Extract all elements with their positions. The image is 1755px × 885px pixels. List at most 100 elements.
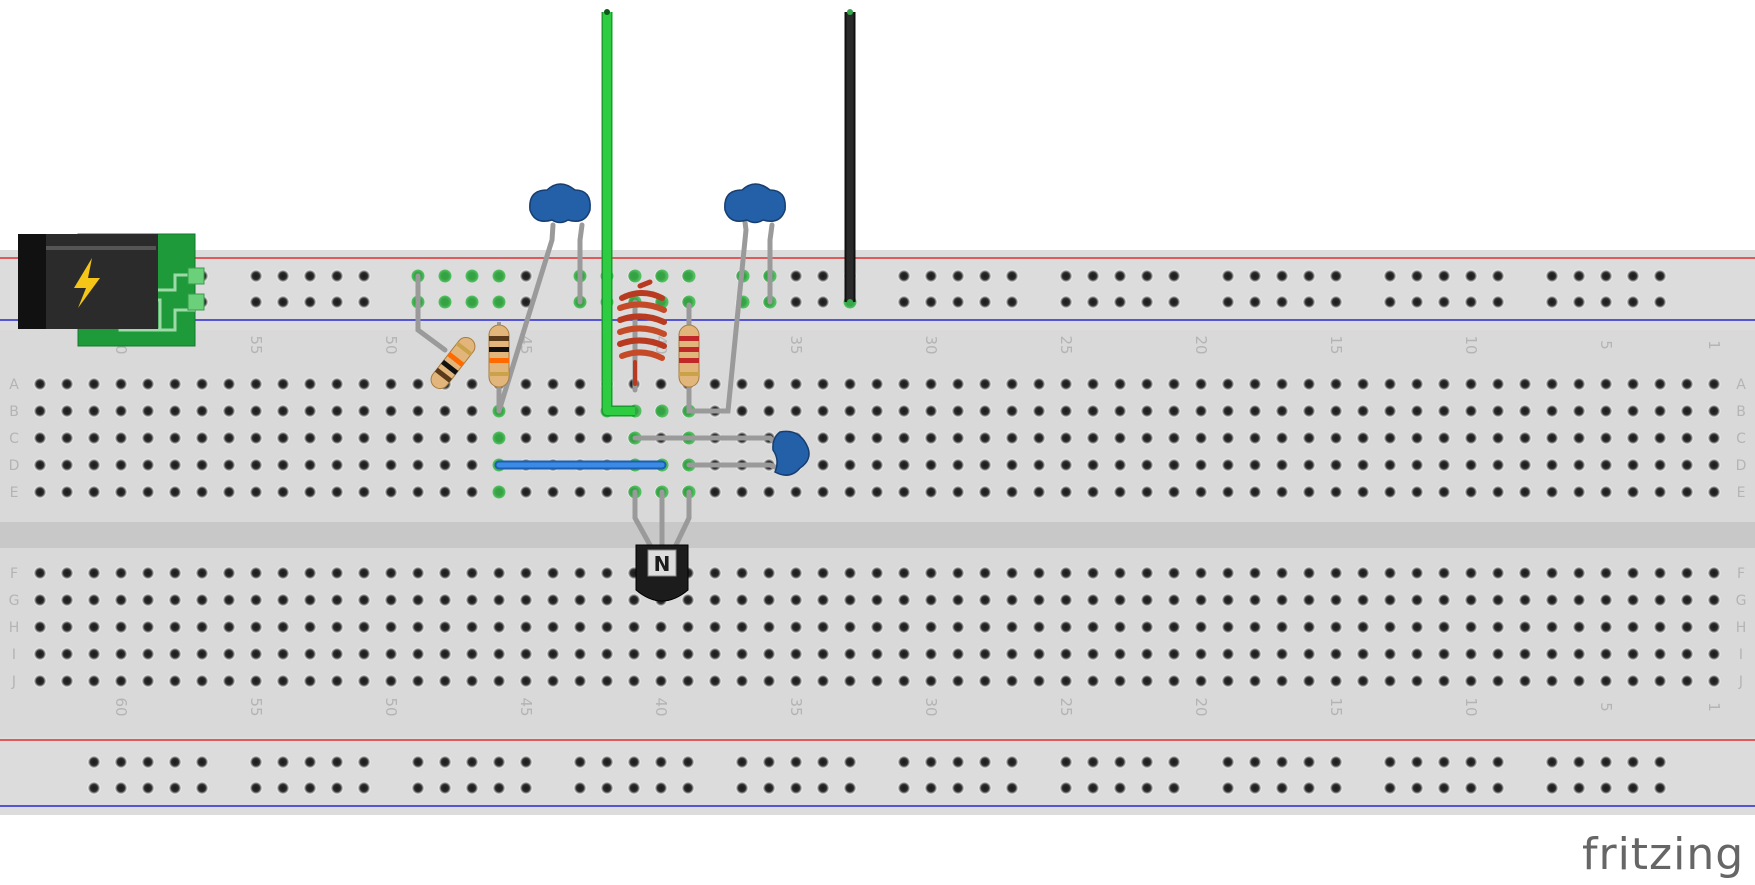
hole-E21[interactable] (1167, 485, 1181, 499)
rail-hole-top-neg[interactable] (1599, 295, 1613, 309)
hole-J36[interactable] (762, 674, 776, 688)
hole-H38[interactable] (708, 620, 722, 634)
hole-I47[interactable] (465, 647, 479, 661)
hole-E43[interactable] (573, 485, 587, 499)
hole-A17[interactable] (1275, 377, 1289, 391)
hole-D60[interactable] (114, 458, 128, 472)
hole-I37[interactable] (735, 647, 749, 661)
hole-H40[interactable] (654, 620, 668, 634)
hole-J11[interactable] (1437, 674, 1451, 688)
rail-hole-top-neg[interactable] (1086, 295, 1100, 309)
hole-B56[interactable] (222, 404, 236, 418)
hole-E47[interactable] (465, 485, 479, 499)
rail-hole-bottom-pos[interactable] (1248, 755, 1262, 769)
hole-I39[interactable] (681, 647, 695, 661)
hole-B62[interactable] (60, 404, 74, 418)
hole-I35[interactable] (789, 647, 803, 661)
hole-D9[interactable] (1491, 458, 1505, 472)
rail-hole-bottom-neg[interactable] (330, 781, 344, 795)
hole-C53[interactable] (303, 431, 317, 445)
hole-I61[interactable] (87, 647, 101, 661)
hole-F51[interactable] (357, 566, 371, 580)
rail-hole-top-pos[interactable] (276, 269, 290, 283)
hole-D26[interactable] (1032, 458, 1046, 472)
hole-C6[interactable] (1572, 431, 1586, 445)
hole-J10[interactable] (1464, 674, 1478, 688)
rail-hole-top-pos[interactable] (1626, 269, 1640, 283)
hole-B44[interactable] (546, 404, 560, 418)
rail-hole-bottom-neg[interactable] (465, 781, 479, 795)
hole-A60[interactable] (114, 377, 128, 391)
rail-hole-bottom-neg[interactable] (492, 781, 506, 795)
hole-B59[interactable] (141, 404, 155, 418)
hole-G50[interactable] (384, 593, 398, 607)
hole-C20[interactable] (1194, 431, 1208, 445)
hole-A4[interactable] (1626, 377, 1640, 391)
hole-I9[interactable] (1491, 647, 1505, 661)
hole-D58[interactable] (168, 458, 182, 472)
rail-hole-bottom-neg[interactable] (1572, 781, 1586, 795)
rail-hole-bottom-neg[interactable] (1302, 781, 1316, 795)
hole-C49[interactable] (411, 431, 425, 445)
npn-transistor[interactable]: N (635, 544, 689, 602)
hole-D12[interactable] (1410, 458, 1424, 472)
hole-J28[interactable] (978, 674, 992, 688)
hole-A14[interactable] (1356, 377, 1370, 391)
hole-E32[interactable] (870, 485, 884, 499)
rail-hole-bottom-pos[interactable] (600, 755, 614, 769)
hole-G17[interactable] (1275, 593, 1289, 607)
hole-E3[interactable] (1653, 485, 1667, 499)
rail-hole-bottom-neg[interactable] (1464, 781, 1478, 795)
rail-hole-bottom-pos[interactable] (735, 755, 749, 769)
hole-F29[interactable] (951, 566, 965, 580)
hole-I52[interactable] (330, 647, 344, 661)
hole-C57[interactable] (195, 431, 209, 445)
rail-hole-top-neg[interactable] (897, 295, 911, 309)
hole-A13[interactable] (1383, 377, 1397, 391)
hole-A37[interactable] (735, 377, 749, 391)
rail-hole-bottom-neg[interactable] (681, 781, 695, 795)
hole-H5[interactable] (1599, 620, 1613, 634)
hole-F34[interactable] (816, 566, 830, 580)
hole-H10[interactable] (1464, 620, 1478, 634)
hole-F56[interactable] (222, 566, 236, 580)
hole-D27[interactable] (1005, 458, 1019, 472)
hole-I46[interactable] (492, 647, 506, 661)
hole-F62[interactable] (60, 566, 74, 580)
hole-F22[interactable] (1140, 566, 1154, 580)
hole-F23[interactable] (1113, 566, 1127, 580)
hole-E8[interactable] (1518, 485, 1532, 499)
rail-hole-top-neg[interactable] (951, 295, 965, 309)
rail-hole-bottom-neg[interactable] (1248, 781, 1262, 795)
hole-C44[interactable] (546, 431, 560, 445)
hole-F43[interactable] (573, 566, 587, 580)
hole-E53[interactable] (303, 485, 317, 499)
hole-B49[interactable] (411, 404, 425, 418)
rail-hole-bottom-pos[interactable] (249, 755, 263, 769)
hole-J27[interactable] (1005, 674, 1019, 688)
hole-C42[interactable] (600, 431, 614, 445)
hole-D52[interactable] (330, 458, 344, 472)
rail-hole-bottom-pos[interactable] (762, 755, 776, 769)
rail-hole-bottom-neg[interactable] (1599, 781, 1613, 795)
hole-I21[interactable] (1167, 647, 1181, 661)
hole-F17[interactable] (1275, 566, 1289, 580)
hole-C15[interactable] (1329, 431, 1343, 445)
hole-D47[interactable] (465, 458, 479, 472)
rail-hole-bottom-neg[interactable] (87, 781, 101, 795)
rail-hole-top-neg[interactable] (1572, 295, 1586, 309)
rail-hole-top-pos[interactable] (1653, 269, 1667, 283)
hole-E11[interactable] (1437, 485, 1451, 499)
hole-A15[interactable] (1329, 377, 1343, 391)
hole-H6[interactable] (1572, 620, 1586, 634)
hole-G29[interactable] (951, 593, 965, 607)
hole-G59[interactable] (141, 593, 155, 607)
hole-E31[interactable] (897, 485, 911, 499)
hole-A40[interactable] (654, 377, 668, 391)
hole-H57[interactable] (195, 620, 209, 634)
hole-A44[interactable] (546, 377, 560, 391)
rail-hole-top-neg[interactable] (303, 295, 317, 309)
hole-A29[interactable] (951, 377, 965, 391)
rail-hole-bottom-neg[interactable] (735, 781, 749, 795)
hole-I31[interactable] (897, 647, 911, 661)
